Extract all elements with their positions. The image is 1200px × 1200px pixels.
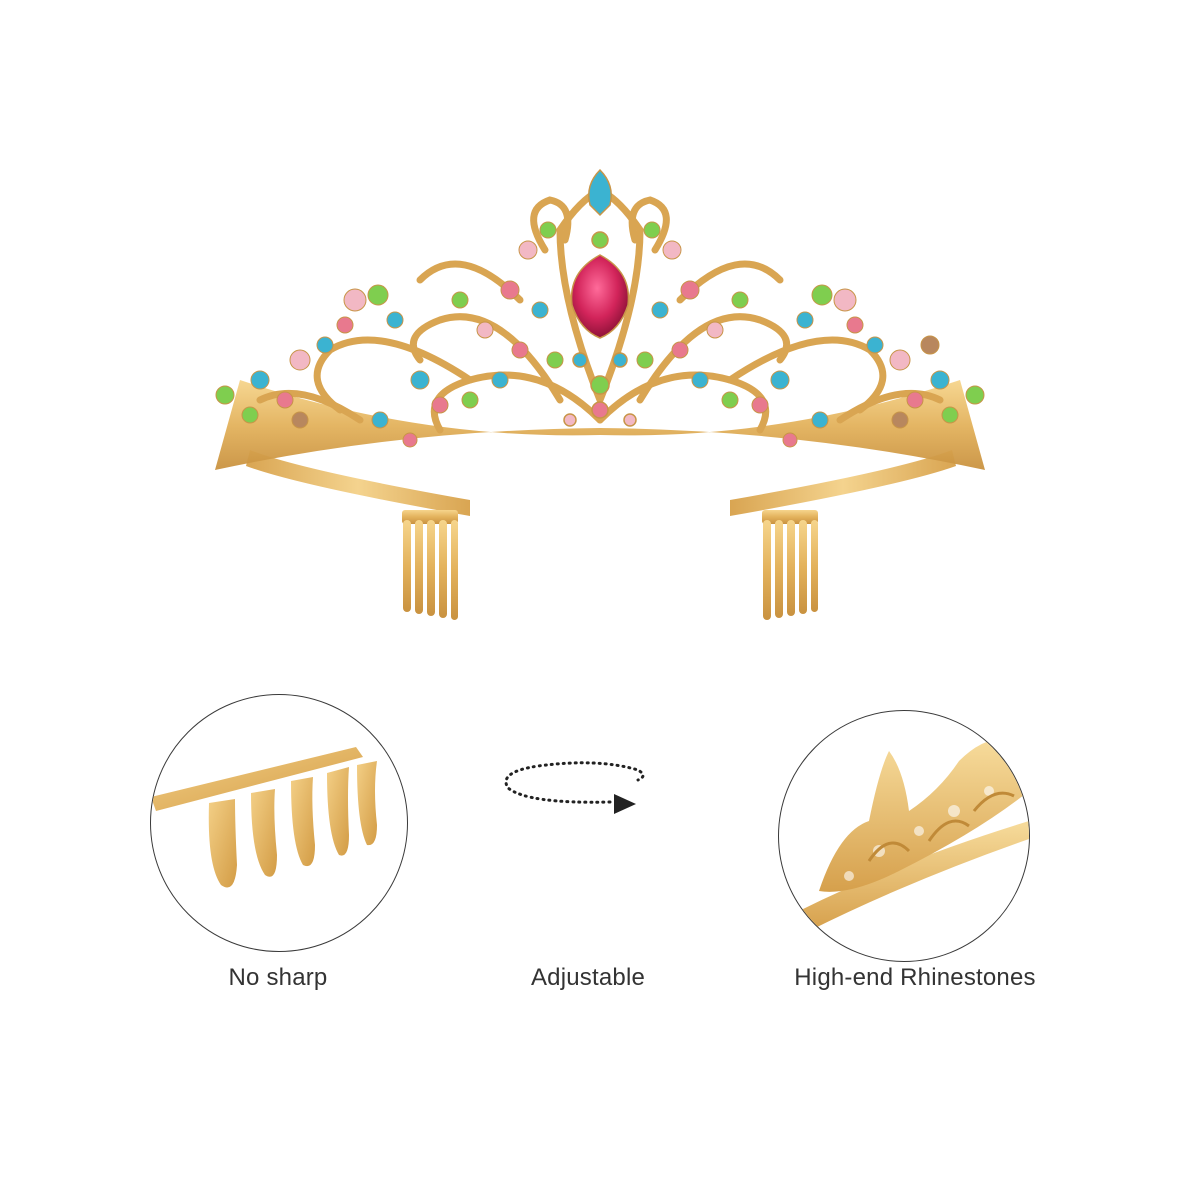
rhinestone-closeup-circle xyxy=(778,710,1030,962)
left-comb xyxy=(402,510,458,620)
feature-label-rhinestones: High-end Rhinestones xyxy=(794,964,1036,991)
hair-comb-icon xyxy=(151,747,377,888)
rotate-arrow-icon xyxy=(498,752,648,816)
tiara-icon xyxy=(215,168,985,620)
feature-label-adjustable: Adjustable xyxy=(530,964,646,991)
right-comb xyxy=(762,510,818,620)
gem-row-right xyxy=(636,221,985,448)
center-stones xyxy=(563,168,637,427)
tiara-product-image xyxy=(215,168,985,620)
comb-closeup-circle xyxy=(150,694,408,952)
gem-row-left xyxy=(215,221,564,448)
feature-label-no-sharp: No sharp xyxy=(228,964,328,991)
rhinestone-detail-icon xyxy=(799,738,1029,931)
